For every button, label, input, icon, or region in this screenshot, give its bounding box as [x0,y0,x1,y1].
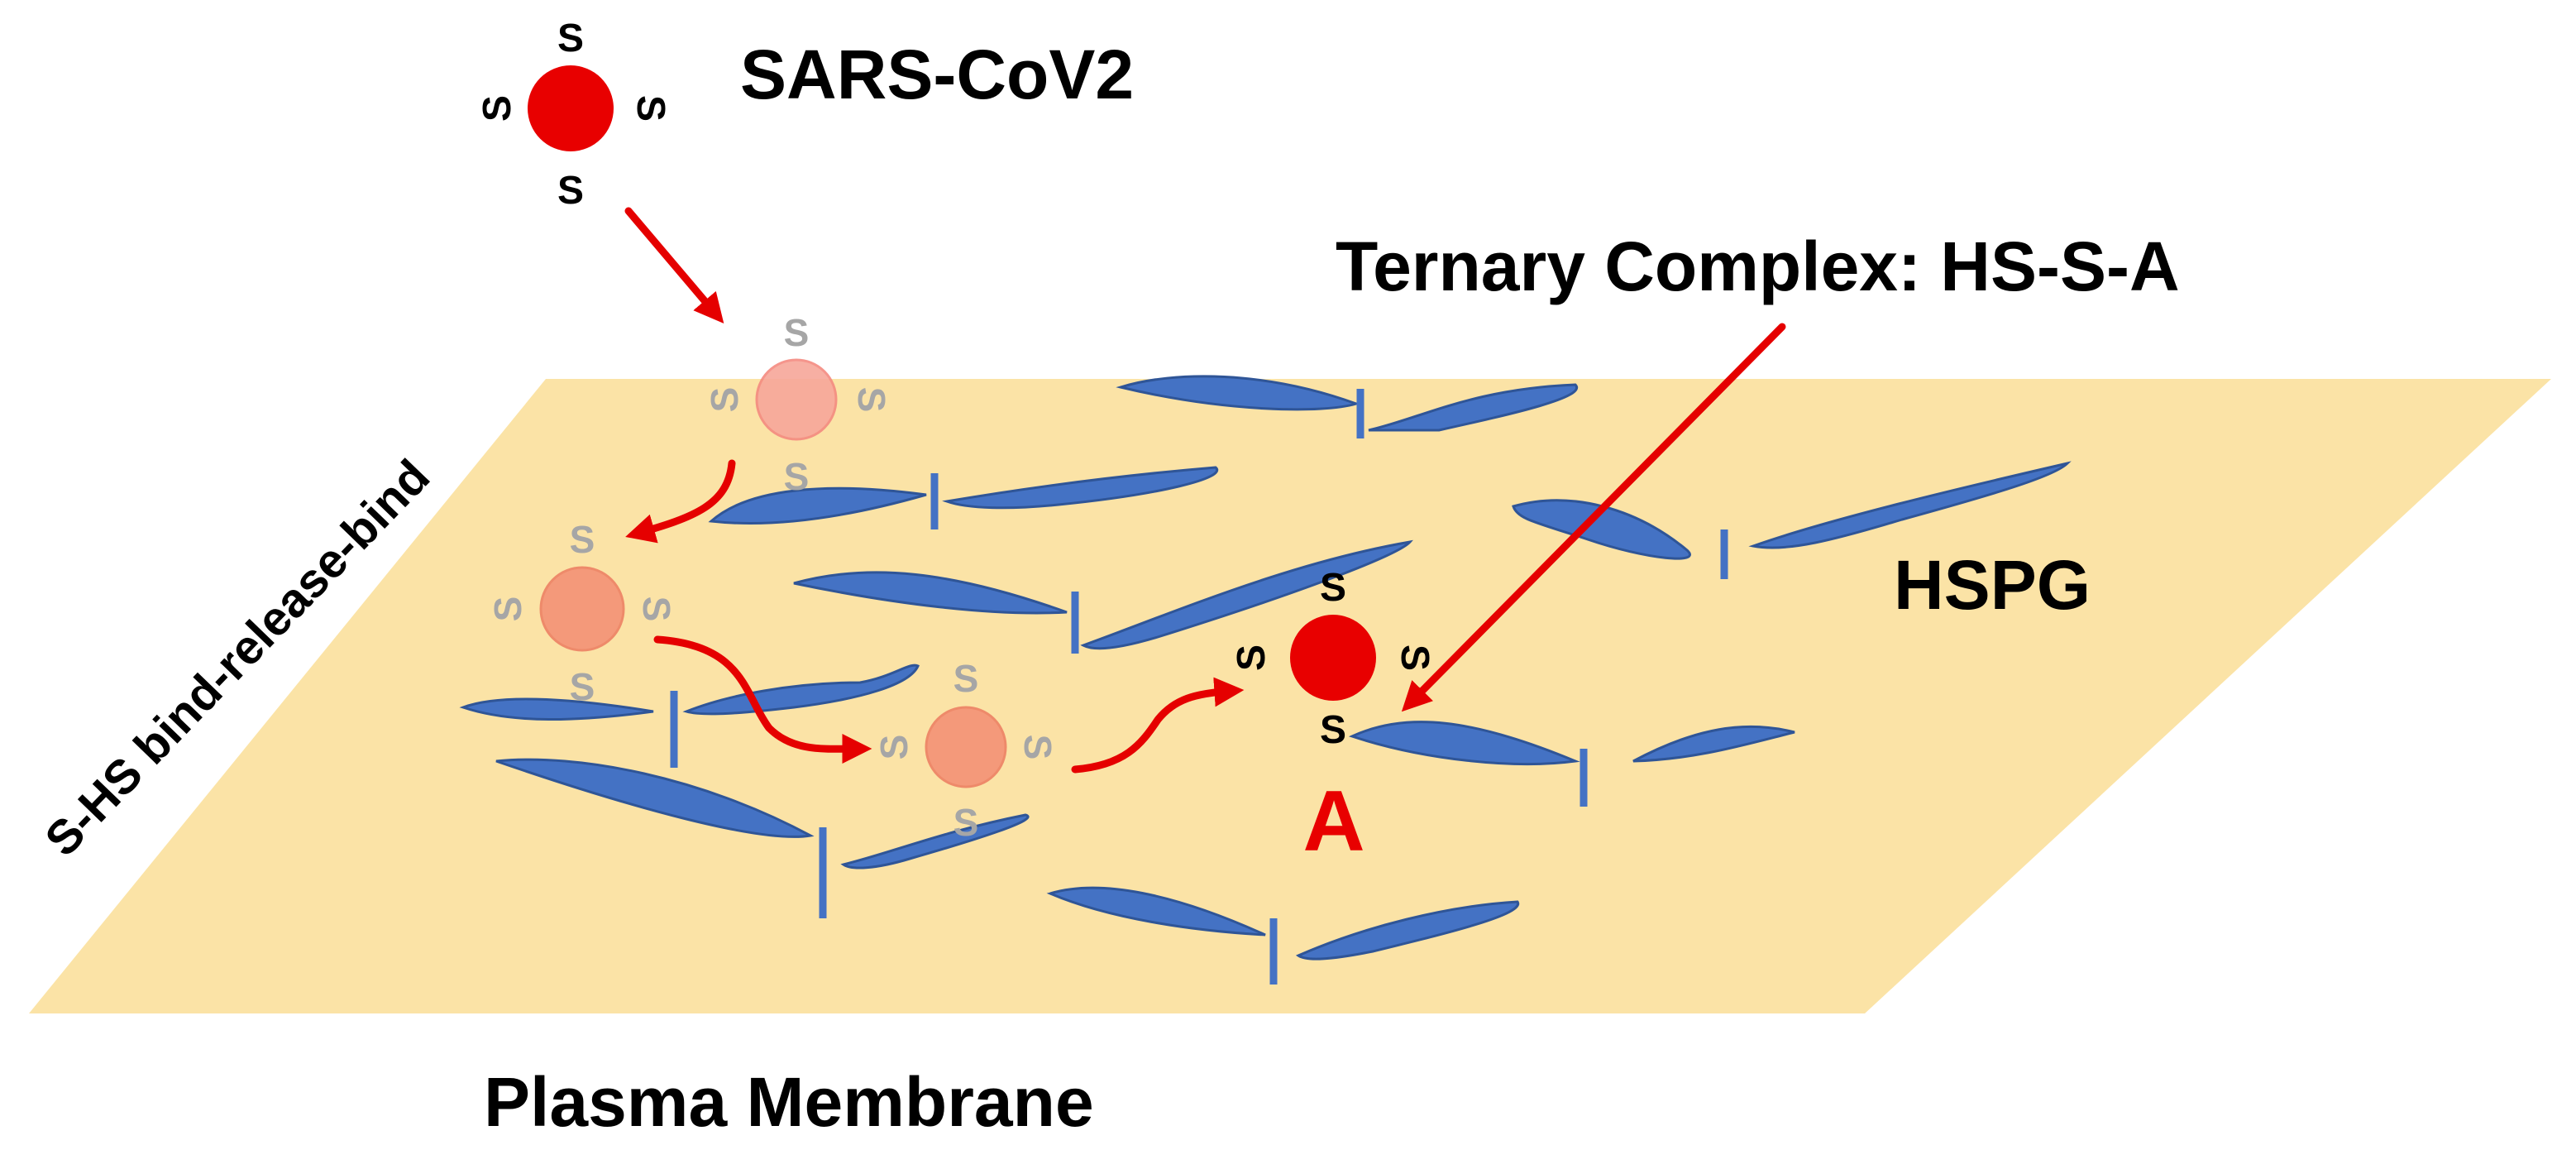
virus-particle-bound: S S S S A [1230,566,1436,870]
hs-chain [1368,383,1579,432]
spike-label: S [557,169,584,213]
hs-chain [1512,499,1691,560]
hs-chain [708,486,927,525]
spike-label: S [557,17,584,60]
hs-chain [459,697,654,721]
spike-label: S [1230,644,1274,671]
spike-label: S [570,665,595,708]
virus-particle-transient-1: S S S S [703,311,893,498]
spike-label: S [703,387,746,413]
arrow-hop-1 [625,459,736,544]
hs-chain [495,758,815,838]
hspg-label: HSPG [1894,546,2091,624]
hs-chain [793,571,1068,615]
spike-label: S [1320,566,1346,610]
hs-chain [1046,886,1266,937]
hs-chain [1632,725,1795,763]
spike-label: S [850,387,893,413]
ternary-complex-label: Ternary Complex: HS-S-A [1336,228,2180,305]
arrow-approach [624,207,724,323]
virus-particle-transient-2: S S S S [486,518,678,708]
spike-label: S [1320,708,1346,752]
spike-label: S [1393,644,1436,671]
arrow-hop-3 [1071,677,1245,774]
spike-label: S [628,95,672,122]
spike-label: S [953,801,979,844]
hs-chain [1295,900,1520,961]
arrow-ternary-pointer [1401,323,1786,712]
plasma-membrane-label: Plasma Membrane [484,1063,1094,1141]
receptor-label: A [1302,774,1364,870]
spike-label: S [1016,735,1059,760]
plasma-membrane [29,379,2551,1013]
hs-chain [1080,539,1413,650]
hs-chain [1348,721,1580,765]
spike-label: S [784,311,810,354]
virus-particle-transient-3: S S S S [872,657,1059,844]
spike-label: S [570,518,595,561]
arrow-hop-2 [653,635,872,764]
hs-chain [942,466,1219,510]
hs-chain [1748,461,2072,549]
hs-chain [682,664,920,716]
virus-title: SARS-CoV2 [740,36,1135,113]
spike-label: S [953,657,979,700]
spike-label: S [872,735,915,760]
spike-label: S [784,455,810,498]
hs-chain [840,813,1030,870]
movement-arrows [624,207,1786,774]
hs-chains [459,375,2072,961]
hspg-core-proteins [670,389,1728,985]
hs-chain [1116,375,1360,411]
spike-label: S [486,596,529,622]
spike-label: S [635,596,678,622]
spike-label: S [476,95,519,122]
virus-particle-free: S S S S [476,17,672,213]
